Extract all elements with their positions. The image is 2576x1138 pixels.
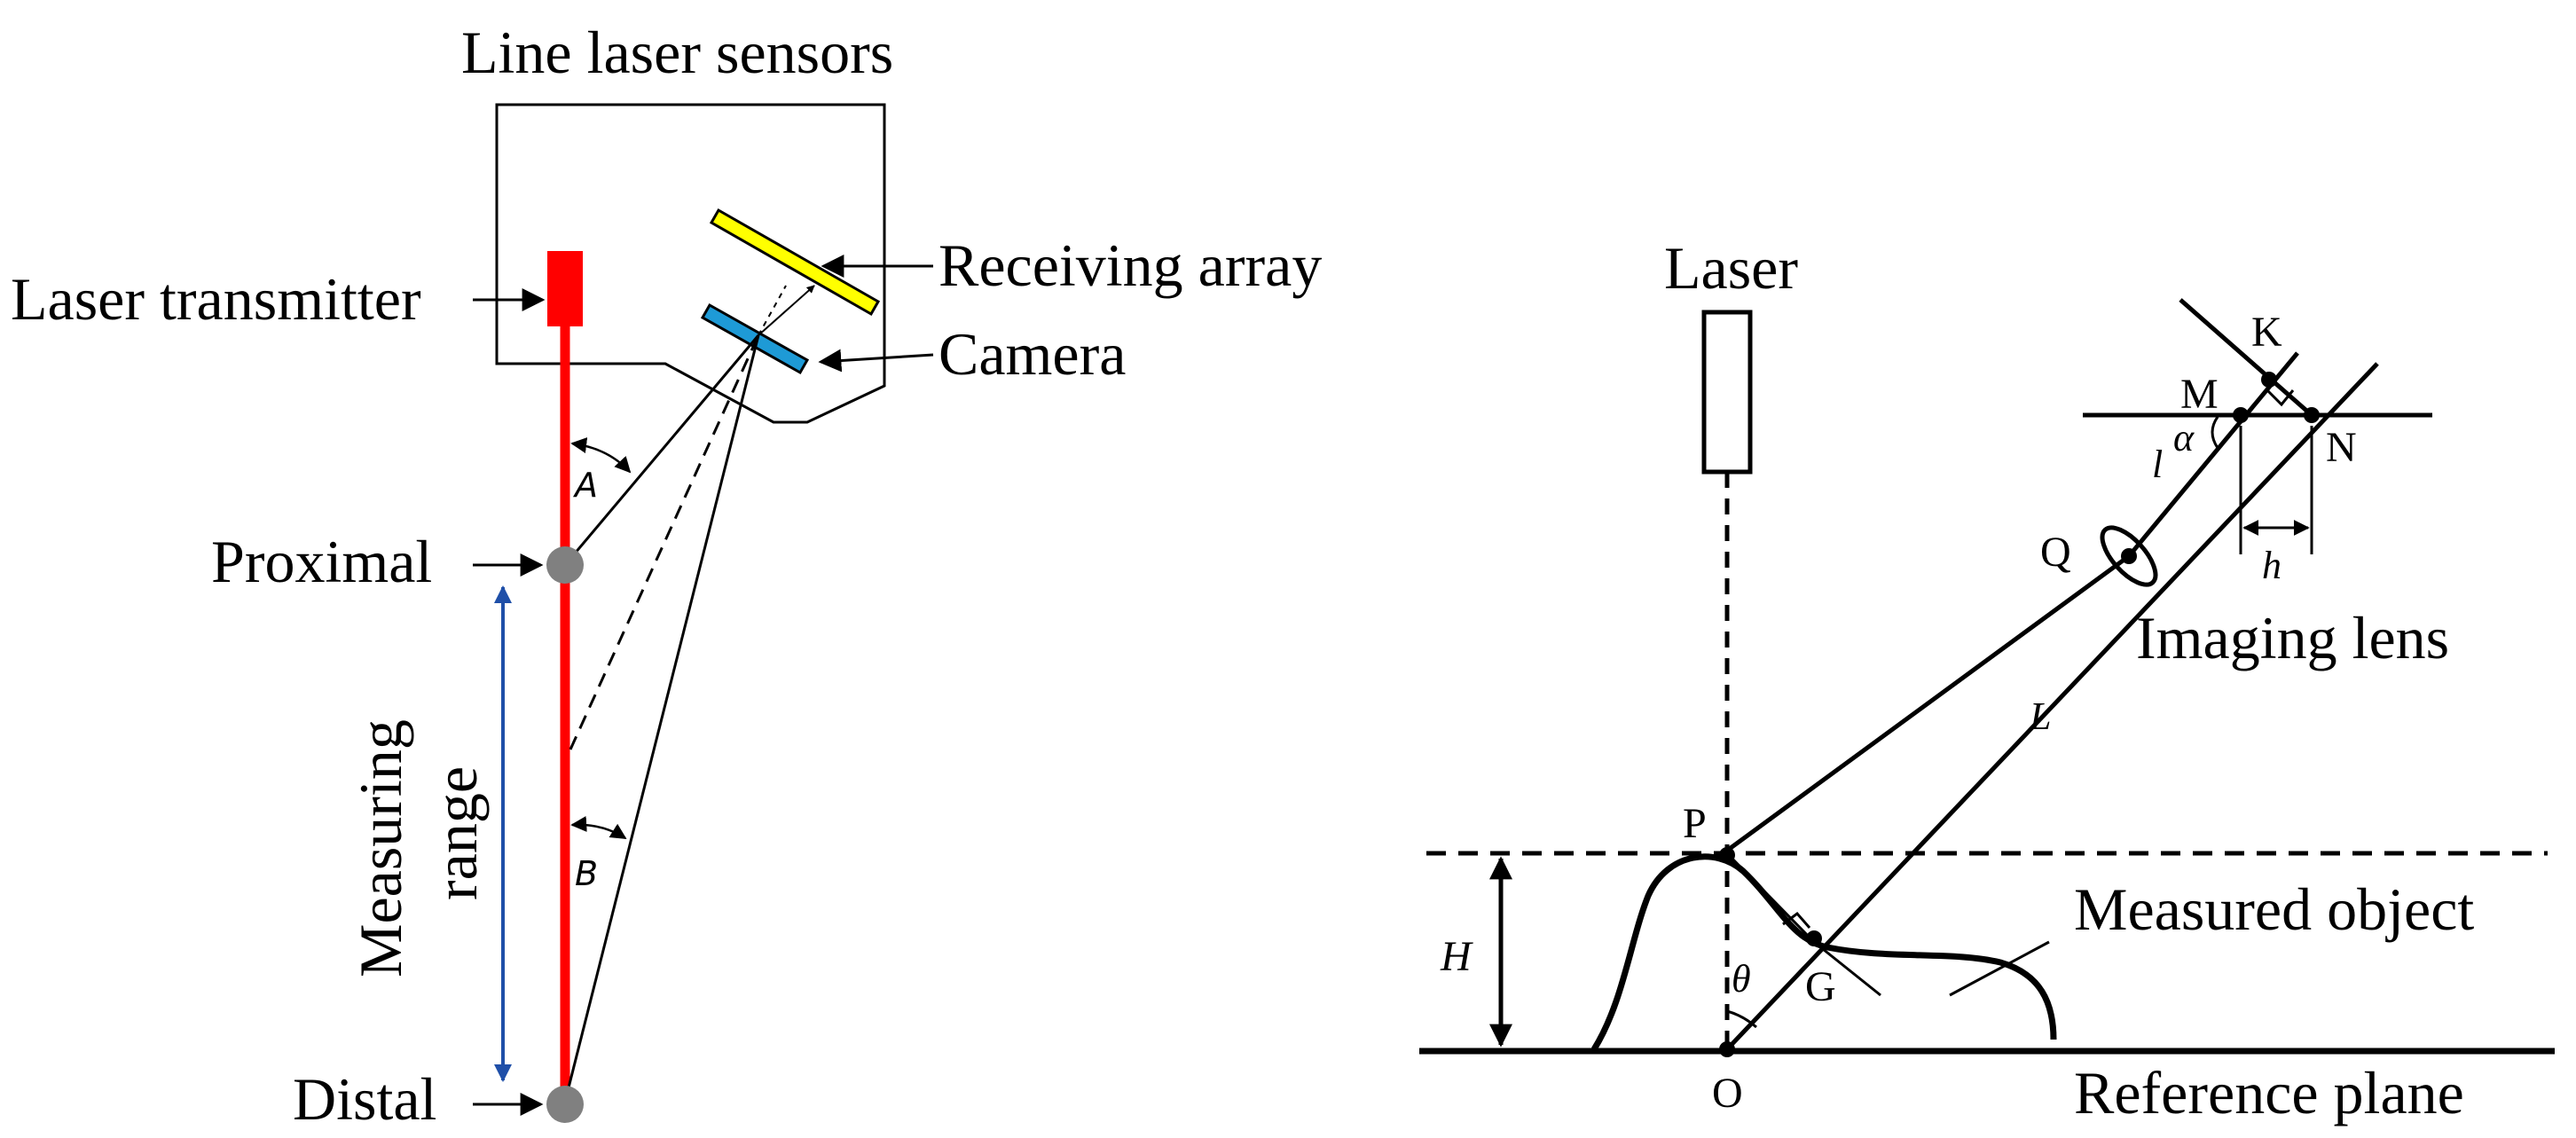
- laser-transmitter-label: Laser transmitter: [11, 265, 421, 333]
- laser-source: [1701, 310, 1753, 475]
- symbol-l-small: l: [2152, 443, 2163, 486]
- point-n: [2304, 407, 2320, 423]
- imaging-lens: [2100, 525, 2158, 587]
- proximal-point: [546, 546, 584, 584]
- label-q: Q: [2040, 529, 2071, 576]
- line-g-ext: [1813, 940, 1881, 997]
- measuring-label: Measuring: [347, 719, 414, 977]
- measured-object-label: Measured object: [2074, 875, 2474, 943]
- distal-point: [546, 1086, 584, 1123]
- point-k: [2261, 372, 2277, 388]
- imaging-lens-label: Imaging lens: [2136, 604, 2449, 671]
- distal-label: Distal: [293, 1065, 436, 1133]
- symbol-h-small: h: [2262, 544, 2281, 587]
- angle-a-arc: [570, 437, 632, 474]
- sensor-housing: [495, 103, 886, 424]
- symbol-alpha: α: [2173, 416, 2195, 459]
- laser-transmitter-block: [547, 251, 583, 326]
- label-o: O: [1712, 1070, 1743, 1117]
- sensor-title: Line laser sensors: [461, 19, 893, 86]
- receiving-array: [709, 208, 881, 317]
- angle-a-label: A: [572, 466, 598, 505]
- right-angle-g: [1782, 911, 1811, 929]
- range-label: range: [422, 766, 490, 900]
- left-diagram: Line laser sensors A B Laser transmitter…: [11, 19, 1322, 1133]
- symbol-l-big: L: [2029, 695, 2051, 738]
- measured-object-curve: [1591, 853, 2057, 1051]
- symbol-h-big: H: [1440, 933, 1473, 980]
- ray-distal: [563, 334, 760, 1103]
- label-m: M: [2180, 371, 2219, 418]
- camera-pointer: [818, 349, 934, 373]
- line-p-g: [1725, 852, 1816, 944]
- angle-theta-arc: [1726, 1009, 1757, 1029]
- point-q: [2121, 548, 2137, 564]
- ray-middle-dashed: [569, 334, 760, 750]
- receiving-array-label: Receiving array: [939, 232, 1322, 299]
- angle-b-label: B: [575, 854, 598, 893]
- label-k: K: [2251, 309, 2282, 356]
- right-angle-k: [2266, 388, 2295, 407]
- label-g: G: [1805, 963, 1836, 1010]
- point-p: [1719, 847, 1735, 863]
- point-g: [1806, 930, 1822, 946]
- right-diagram: Laser: [1419, 234, 2555, 1126]
- reference-plane-label: Reference plane: [2074, 1059, 2464, 1126]
- camera-label: Camera: [939, 320, 1126, 388]
- symbol-theta: θ: [1732, 957, 1751, 1001]
- measured-object-pointer: [1949, 940, 2050, 997]
- label-n: N: [2326, 424, 2357, 471]
- laser-label: Laser: [1664, 234, 1798, 302]
- ray-p-to-q: [1719, 553, 2131, 858]
- point-m: [2233, 407, 2249, 423]
- ray-proximal: [563, 334, 760, 566]
- ray-o-to-n: [1725, 362, 2379, 1051]
- ray-to-array-1: [758, 285, 787, 336]
- angle-b-arc: [570, 816, 627, 840]
- point-o: [1719, 1041, 1735, 1057]
- label-p: P: [1683, 800, 1707, 847]
- proximal-label: Proximal: [211, 528, 432, 595]
- ray-to-array-2: [758, 285, 815, 336]
- angle-alpha-arc: [2211, 416, 2219, 449]
